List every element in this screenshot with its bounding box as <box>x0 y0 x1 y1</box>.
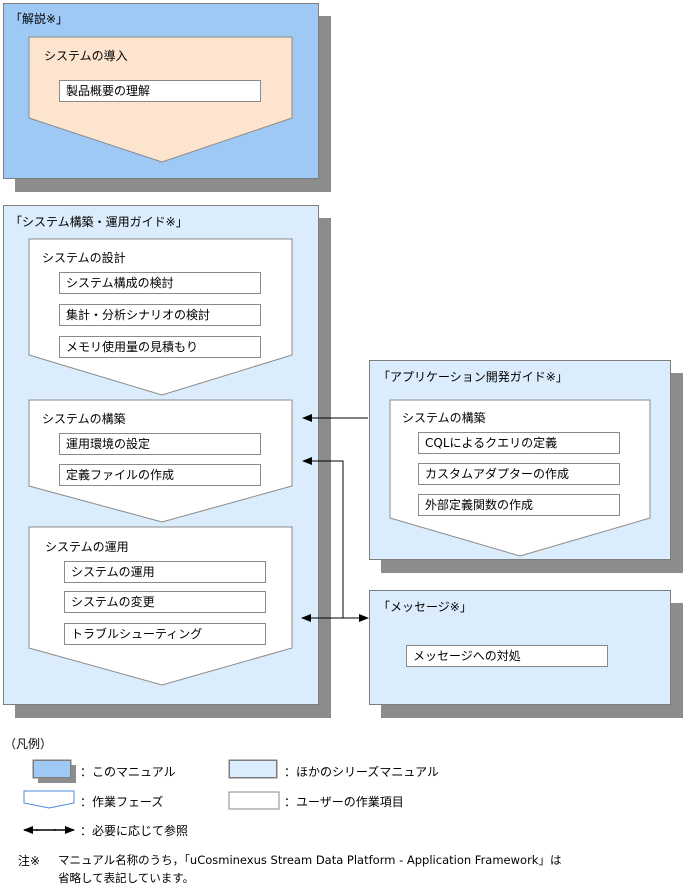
user-item: システム構成の検討 <box>59 272 261 294</box>
user-item: メモリ使用量の見積もり <box>59 336 261 358</box>
user-item: 製品概要の理解 <box>59 80 261 102</box>
note-line-2: 省略して表記しています。 <box>58 871 195 885</box>
phase-title-intro: システムの導入 <box>44 49 128 63</box>
legend-phase-shape <box>23 790 75 809</box>
manual-title-app-guide: 「アプリケーション開発ガイド※」 <box>378 370 568 384</box>
note-line-1: マニュアル名称のうち，「uCosminexus Stream Data Plat… <box>58 853 562 867</box>
phase-shape-build <box>28 399 293 523</box>
reference-arrow-message <box>303 460 344 618</box>
legend-reference: ：必要に応じて参照 <box>80 824 189 838</box>
note-mark: 注※ <box>18 854 41 868</box>
user-item: システムの変更 <box>64 591 266 613</box>
user-item: カスタムアダプターの作成 <box>418 463 620 485</box>
manual-title-kaisetsu: 「解説※」 <box>10 12 69 26</box>
legend-user-item: ：ユーザーの作業項目 <box>284 795 404 809</box>
legend-phase: ：作業フェーズ <box>80 795 164 809</box>
phase-title-design: システムの設計 <box>42 251 126 265</box>
phase-title-operate: システムの運用 <box>45 540 129 554</box>
legend-this-manual: ：このマニュアル <box>80 765 176 779</box>
legend-heading: （凡例） <box>4 737 53 751</box>
legend-swatch-this-box <box>33 760 71 778</box>
user-item: 集計・分析シナリオの検討 <box>59 304 261 326</box>
phase-title-build: システムの構築 <box>42 412 126 426</box>
legend-item-swatch <box>228 791 280 810</box>
user-item: トラブルシューティング <box>64 623 266 645</box>
legend-other-manual: ：ほかのシリーズマニュアル <box>284 765 440 779</box>
user-item: 定義ファイルの作成 <box>59 464 261 486</box>
manual-title-message: 「メッセージ※」 <box>378 600 472 614</box>
user-item: 運用環境の設定 <box>59 433 261 455</box>
user-item: メッセージへの対処 <box>406 645 608 667</box>
phase-title-app-build: システムの構築 <box>402 411 486 425</box>
user-item: 外部定義関数の作成 <box>418 494 620 516</box>
user-item: CQLによるクエリの定義 <box>418 432 620 454</box>
manual-title-kouchiku: 「システム構築・運用ガイド※」 <box>10 215 188 229</box>
user-item: システムの運用 <box>64 561 266 583</box>
legend-swatch-other-box <box>229 760 277 778</box>
